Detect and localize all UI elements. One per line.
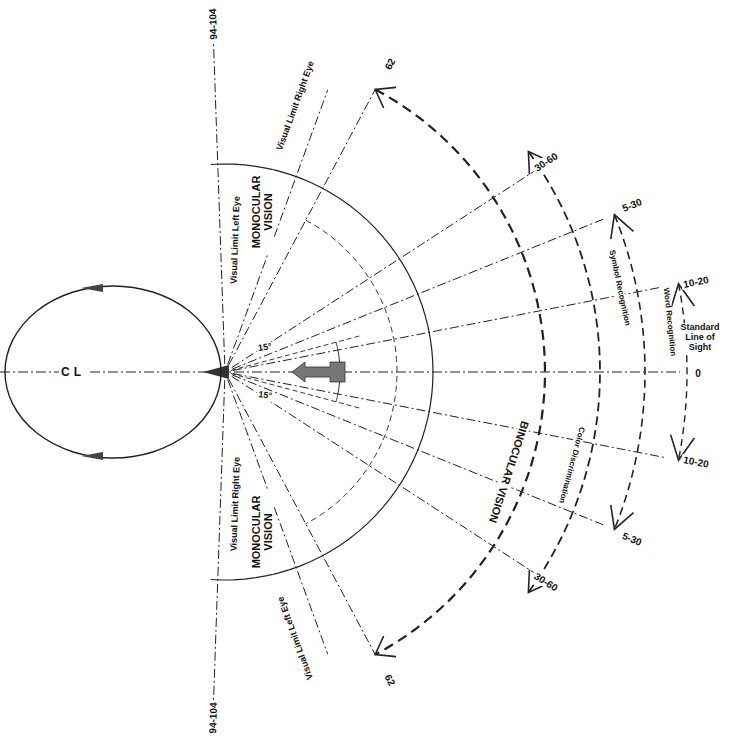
field-arc-arrow bbox=[611, 505, 634, 530]
sight-ray bbox=[232, 172, 534, 368]
sight-ray bbox=[232, 218, 605, 369]
field-arc bbox=[679, 284, 687, 460]
sight-ray bbox=[232, 375, 605, 526]
degree-label: 15° bbox=[256, 390, 275, 402]
gaze-pointer bbox=[292, 362, 345, 382]
field-arc bbox=[614, 215, 645, 530]
degree-label: 15° bbox=[256, 342, 275, 354]
angle-label: 10-20 bbox=[680, 274, 711, 290]
angle-label: 62 bbox=[382, 671, 399, 690]
eye-symbol bbox=[203, 365, 229, 379]
field-arc-arrow bbox=[375, 636, 396, 657]
visual-limit-arc bbox=[210, 164, 433, 580]
arc-label: Symbol Recognition bbox=[606, 247, 632, 328]
limit-label: Visual Limit Left Eye bbox=[229, 194, 242, 286]
limit-label: Visual Limit Right Eye bbox=[275, 58, 318, 154]
region-label: BINOCULAR VISION bbox=[486, 418, 532, 527]
angle-label: 10-20 bbox=[680, 454, 711, 470]
angle-label: 94-104 bbox=[207, 6, 219, 42]
sight-ray bbox=[213, 42, 224, 364]
sight-line-label: Standard Line of Sight bbox=[676, 323, 724, 353]
angle-label: 30-60 bbox=[531, 149, 562, 174]
visual-limit-line bbox=[228, 380, 328, 654]
angle-label: 5-30 bbox=[619, 195, 645, 214]
head-shape bbox=[3, 284, 223, 460]
sight-ray bbox=[213, 380, 224, 702]
arc-label: Color Discrimination bbox=[556, 424, 586, 506]
field-arc-arrow bbox=[611, 215, 634, 240]
visual-limit-line bbox=[228, 90, 328, 364]
angle-label: 30-60 bbox=[531, 569, 562, 594]
region-label: MONOCULAR VISION bbox=[250, 490, 274, 574]
angle-label: 94-104 bbox=[207, 700, 219, 736]
angle-label: 0 bbox=[693, 368, 703, 379]
field-arc-arrow bbox=[375, 87, 396, 108]
angle-label: 62 bbox=[382, 55, 399, 74]
centerline-label: CL bbox=[59, 365, 87, 379]
head-outline: CL bbox=[3, 284, 223, 460]
sight-ray bbox=[233, 374, 667, 458]
field-arc bbox=[528, 152, 600, 593]
sight-ray bbox=[233, 286, 667, 370]
sight-ray bbox=[229, 379, 375, 654]
angle-label: 5-30 bbox=[619, 529, 645, 548]
region-label: MONOCULAR VISION bbox=[250, 170, 274, 254]
limit-label: Visual Limit Right Eye bbox=[229, 455, 242, 554]
field-arc bbox=[375, 89, 545, 654]
sight-ray bbox=[229, 89, 375, 364]
sight-ray bbox=[232, 376, 534, 572]
